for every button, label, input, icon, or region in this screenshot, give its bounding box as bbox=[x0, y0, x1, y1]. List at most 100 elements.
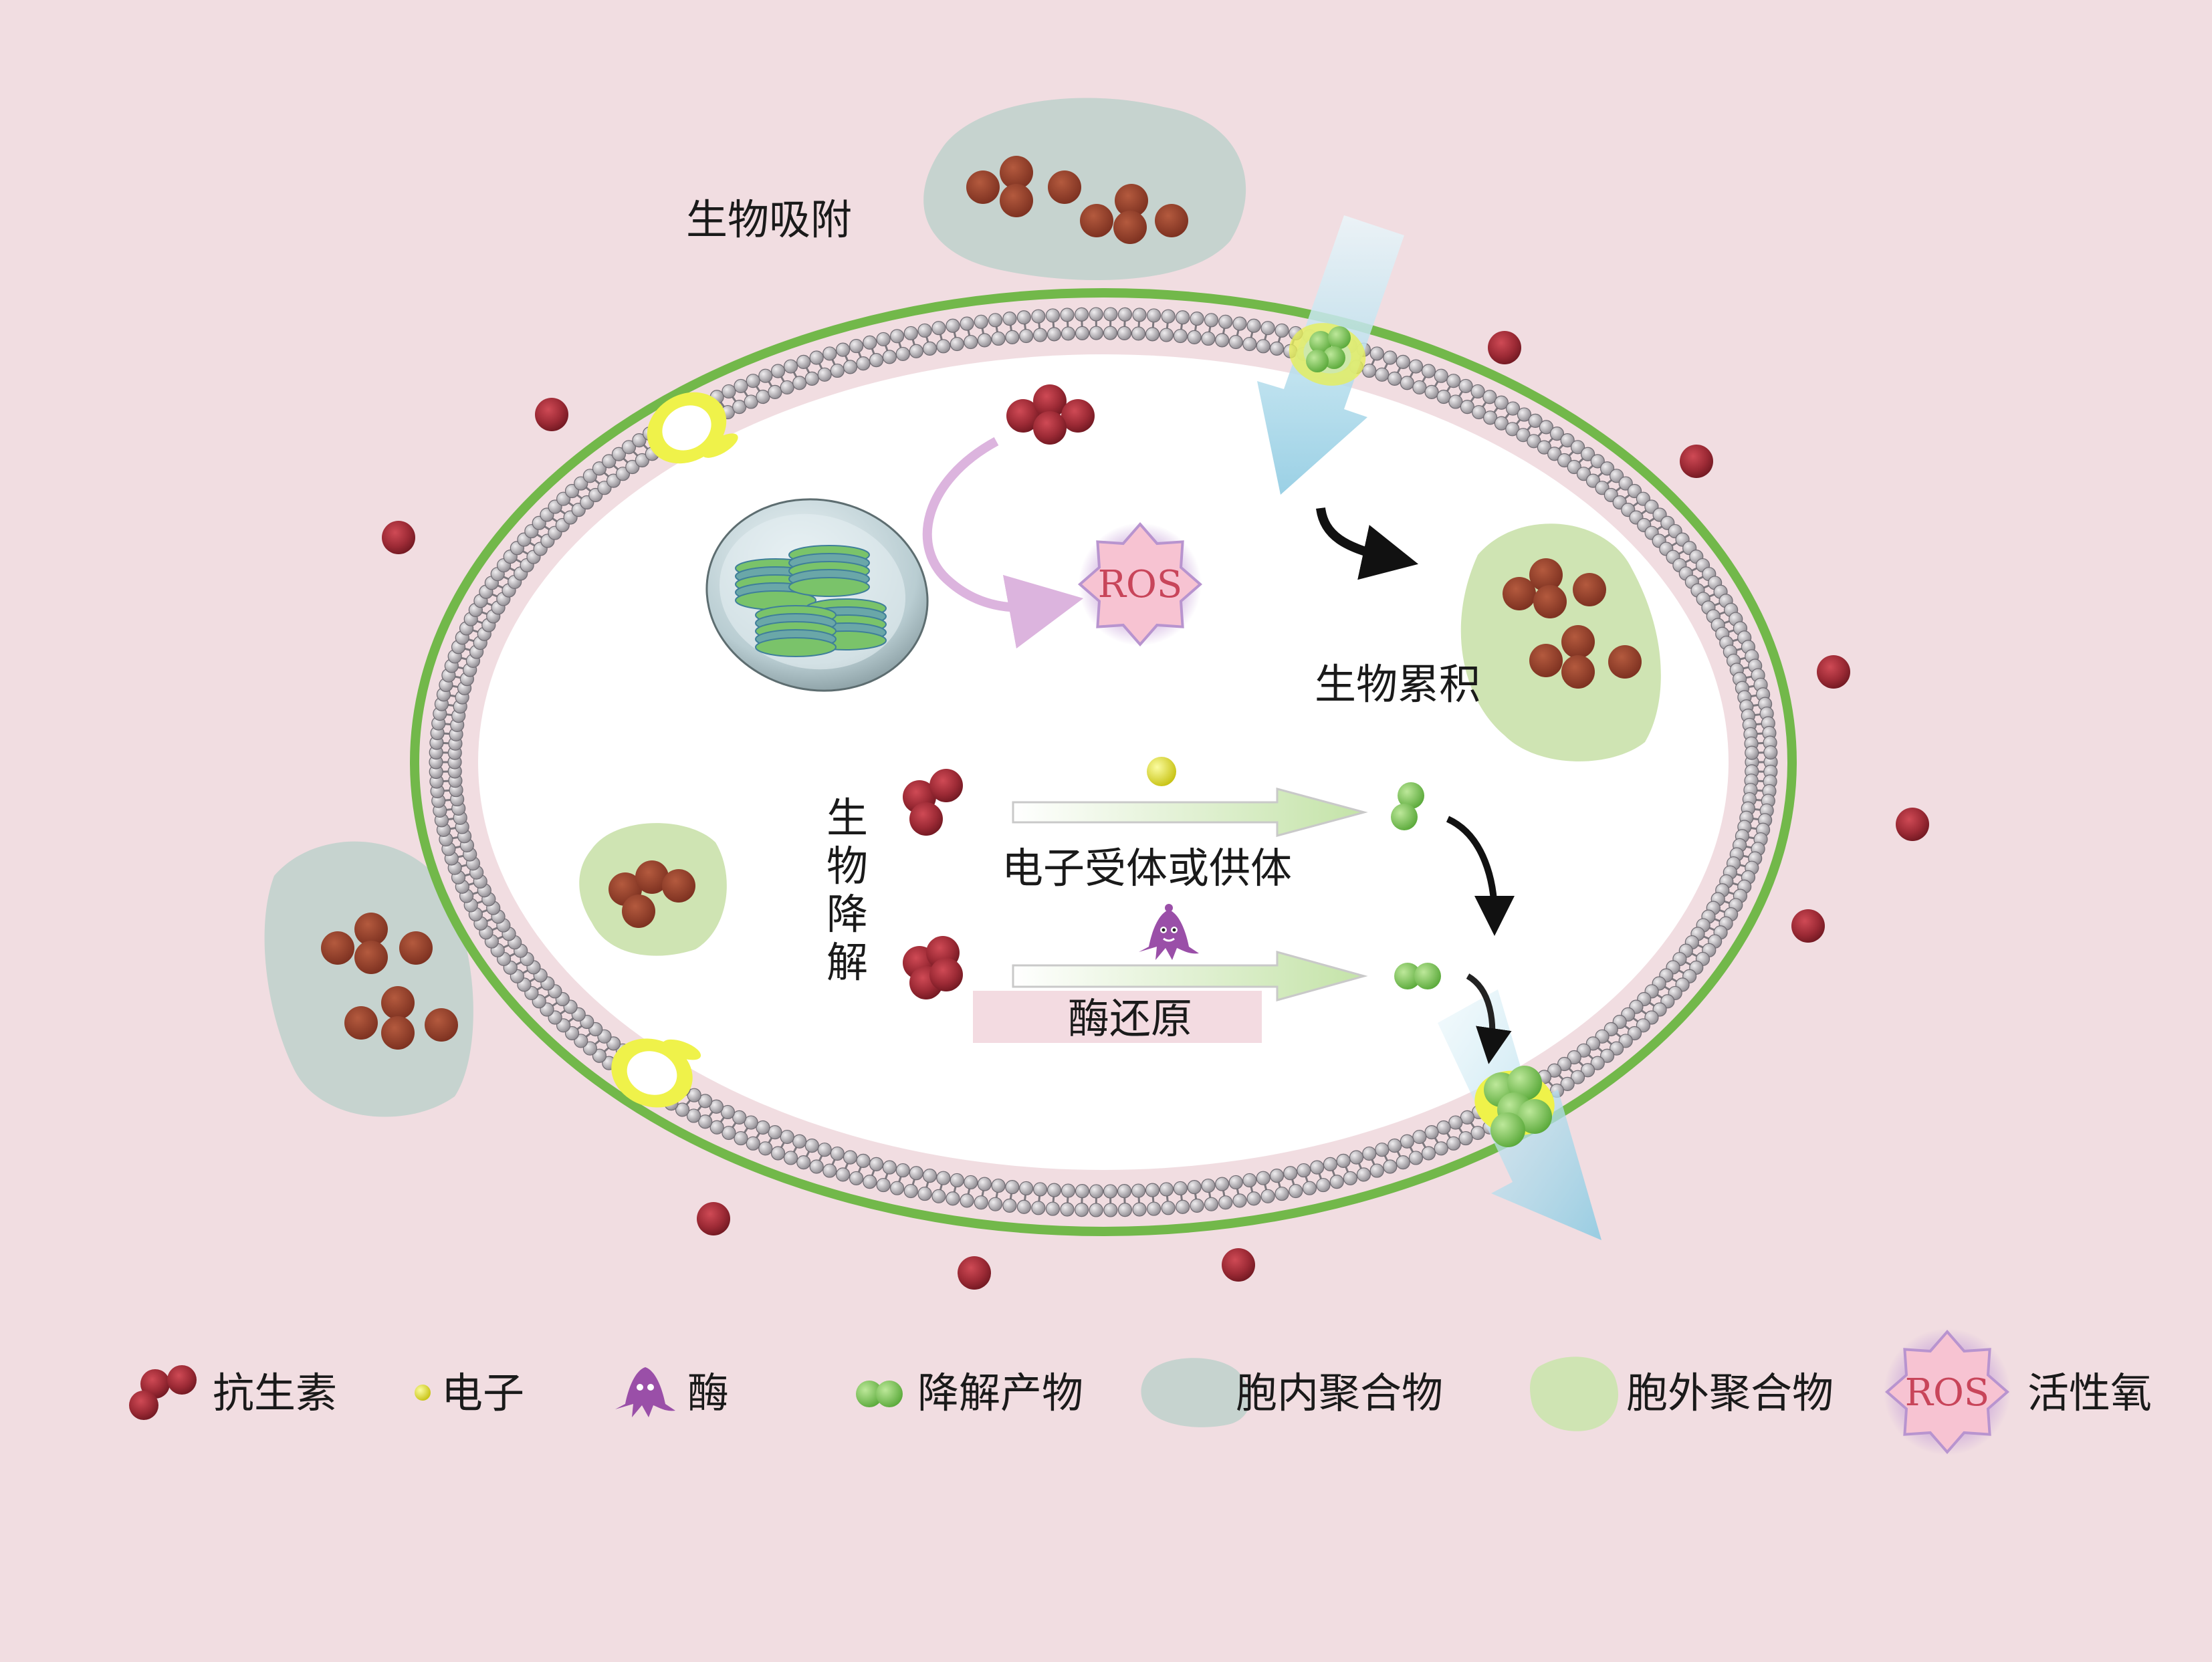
lipid-head bbox=[1370, 347, 1384, 360]
lipid-head bbox=[1204, 1197, 1218, 1211]
thylakoid-stacks bbox=[736, 546, 886, 657]
lipid-head bbox=[1034, 1183, 1047, 1196]
lipid-head bbox=[1006, 1181, 1019, 1194]
lipid-head bbox=[1459, 379, 1472, 392]
lipid-head bbox=[1061, 308, 1074, 322]
lipid-head bbox=[1384, 351, 1397, 364]
lipid-head bbox=[722, 1126, 736, 1140]
lipid-head bbox=[960, 317, 974, 330]
lipid-head bbox=[1447, 1137, 1460, 1150]
lipid-head bbox=[810, 351, 823, 364]
lipid-head bbox=[844, 360, 857, 374]
lipid-head bbox=[837, 343, 850, 356]
lipid-head bbox=[978, 1177, 991, 1191]
biodegradation-label: 生 物 降 解 bbox=[826, 794, 868, 987]
lipid-head bbox=[1176, 311, 1190, 324]
antibiotic-molecule bbox=[929, 769, 963, 802]
lipid-head bbox=[759, 1142, 772, 1155]
lipid-head bbox=[857, 357, 870, 370]
lipid-head bbox=[1176, 1200, 1190, 1213]
lipid-head bbox=[1437, 390, 1450, 404]
antibiotic-molecule-aggregated bbox=[1561, 625, 1595, 659]
antibiotic-molecule-aggregated bbox=[1573, 573, 1606, 606]
legend-antibiotic-icon bbox=[129, 1365, 197, 1420]
legend-electron-label: 电子 bbox=[441, 1369, 524, 1417]
lipid-head bbox=[1020, 330, 1033, 343]
lipid-head bbox=[1046, 1202, 1059, 1215]
lipid-head bbox=[1375, 368, 1389, 381]
biodegradation-char-4: 解 bbox=[826, 938, 868, 987]
antibiotic-molecule-aggregated bbox=[321, 931, 354, 965]
lipid-head bbox=[1048, 328, 1061, 341]
lipid-head bbox=[1162, 310, 1175, 323]
lipid-head bbox=[1020, 1181, 1033, 1195]
lipid-head bbox=[1247, 319, 1260, 332]
lipid-head bbox=[850, 1171, 863, 1185]
lipid-head bbox=[746, 1137, 760, 1150]
lipid-head bbox=[722, 384, 736, 398]
lipid-head bbox=[1188, 330, 1201, 344]
lipid-head bbox=[950, 338, 964, 351]
antibiotic-molecule-aggregated bbox=[1608, 645, 1642, 679]
lipid-head bbox=[1046, 309, 1059, 322]
lipid-head bbox=[1471, 1126, 1484, 1140]
lipid-head bbox=[937, 1171, 950, 1185]
degradation-product bbox=[1306, 350, 1329, 372]
lipid-head bbox=[1363, 1147, 1376, 1161]
lipid-head bbox=[1075, 326, 1089, 340]
lipid-head bbox=[1388, 372, 1402, 385]
lipid-head bbox=[960, 1194, 974, 1207]
antibiotic-molecule bbox=[697, 1202, 730, 1235]
lipid-head bbox=[1229, 1175, 1242, 1189]
lipid-head bbox=[1145, 328, 1159, 341]
lipid-head bbox=[793, 1135, 806, 1148]
lipid-head bbox=[891, 330, 904, 343]
biodegradation-char-1: 生 bbox=[826, 794, 868, 842]
lipid-head bbox=[1132, 1184, 1145, 1197]
lipid-head bbox=[1289, 1185, 1303, 1198]
lipid-head bbox=[1048, 1183, 1061, 1197]
lipid-head bbox=[1006, 330, 1019, 344]
lipid-head bbox=[904, 1185, 917, 1198]
lipid-head bbox=[1032, 1201, 1045, 1215]
legend-electron-icon bbox=[415, 1385, 431, 1401]
lipid-head bbox=[805, 1139, 818, 1153]
antibiotic-molecule-aggregated bbox=[344, 1006, 378, 1040]
legend-intracellular-polymer-icon bbox=[1141, 1358, 1250, 1427]
antibiotic-molecule-aggregated bbox=[1561, 655, 1595, 689]
lipid-head bbox=[989, 1197, 1002, 1211]
antibiotic-molecule bbox=[1033, 411, 1067, 445]
lipid-head bbox=[818, 1143, 831, 1157]
lipid-head bbox=[1145, 1183, 1159, 1197]
lipid-head bbox=[1017, 311, 1030, 324]
lipid-head bbox=[932, 1189, 946, 1203]
lipid-head bbox=[1323, 1157, 1337, 1171]
lipid-head bbox=[883, 1161, 896, 1174]
lipid-head bbox=[772, 1147, 785, 1160]
lipid-head bbox=[1425, 1126, 1438, 1139]
thylakoid-disc bbox=[789, 578, 869, 596]
lipid-head bbox=[1349, 1151, 1363, 1164]
lipid-head bbox=[1471, 384, 1484, 398]
lipid-head bbox=[823, 347, 837, 360]
antibiotic-molecule-aggregated bbox=[399, 931, 433, 965]
lipid-head bbox=[1061, 327, 1075, 340]
legend-ros-label: 活性氧 bbox=[2027, 1369, 2152, 1417]
lipid-head bbox=[946, 319, 960, 332]
lipid-head bbox=[1434, 1142, 1448, 1155]
legend-enzyme-label: 酶 bbox=[687, 1369, 729, 1417]
lipid-head bbox=[1459, 1132, 1472, 1145]
lipid-head bbox=[1275, 324, 1289, 337]
lipid-head bbox=[1104, 1185, 1117, 1198]
lipid-head bbox=[1256, 1171, 1270, 1185]
lipid-head bbox=[1075, 1203, 1089, 1217]
antibiotic-molecule bbox=[535, 398, 568, 431]
lipid-head bbox=[932, 322, 946, 335]
lipid-head bbox=[1104, 308, 1117, 321]
lipid-head bbox=[768, 1126, 782, 1139]
ros-label: ROS bbox=[1098, 563, 1182, 606]
biosorption-label: 生物吸附 bbox=[686, 195, 852, 244]
lipid-head bbox=[974, 1196, 988, 1209]
antibiotic-molecule-aggregated bbox=[622, 895, 655, 928]
lipid-head bbox=[1400, 376, 1414, 390]
